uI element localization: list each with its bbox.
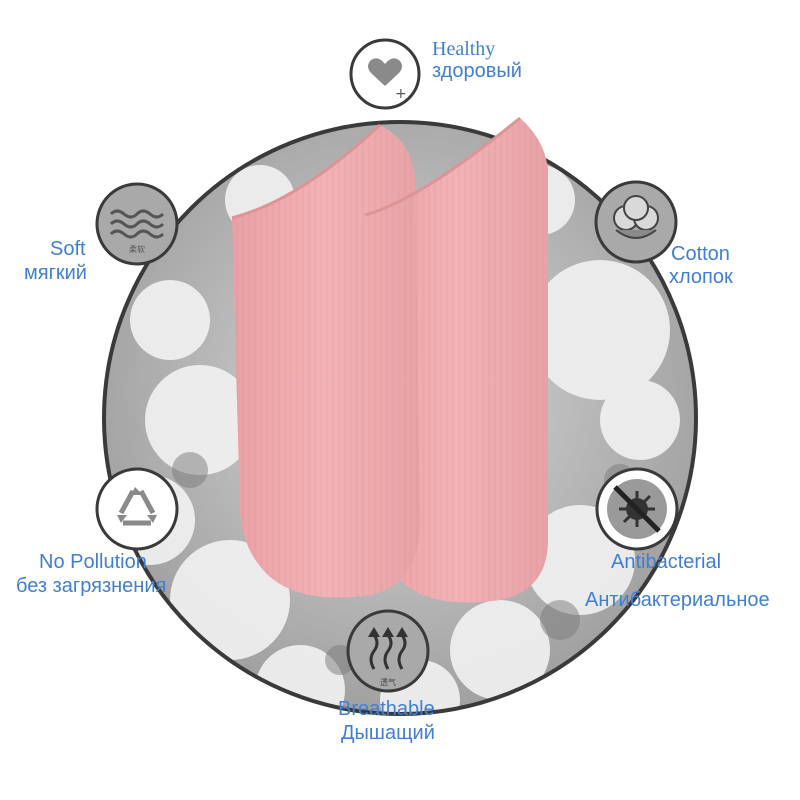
soft-label-ru: мягкий [24, 262, 87, 284]
antibacterial-label-en: Antibacterial [611, 551, 722, 573]
soft-label-en: Soft [50, 238, 86, 260]
healthy-label-ru: здоровый [432, 60, 522, 82]
no-bacteria-icon [613, 485, 661, 533]
antibacterial-badge [595, 467, 679, 551]
healthy-badge: + [349, 38, 421, 110]
breathable-caption: 透气 [380, 677, 396, 687]
waves-icon [109, 209, 165, 239]
soft-caption: 柔软 [129, 244, 145, 254]
cotton-label-en: Cotton [671, 243, 730, 265]
healthy-label-en: Healthy [432, 38, 496, 60]
pink-socks [231, 116, 548, 603]
photo-frame-ring [102, 120, 698, 716]
breathable-label-en: Breathable [338, 698, 435, 720]
breathable-badge: 透气 [346, 609, 430, 693]
svg-text:+: + [395, 86, 407, 102]
antibacterial-label-ru: Антибактериальное [585, 589, 770, 611]
heart-plus-icon [368, 58, 402, 86]
soft-badge: 柔软 [95, 182, 179, 266]
no-pollution-badge [95, 467, 179, 551]
cotton-label-ru: хлопок [669, 266, 733, 288]
cotton-badge [594, 180, 678, 264]
recycle-icon [118, 489, 156, 526]
no-pollution-label-en: No Pollution [39, 551, 147, 573]
breathable-label-ru: Дышащий [341, 722, 435, 744]
no-pollution-label-ru: без загрязнения [16, 575, 167, 597]
heat-arrows-icon [369, 634, 407, 670]
cotton-boll-icon [613, 195, 659, 239]
